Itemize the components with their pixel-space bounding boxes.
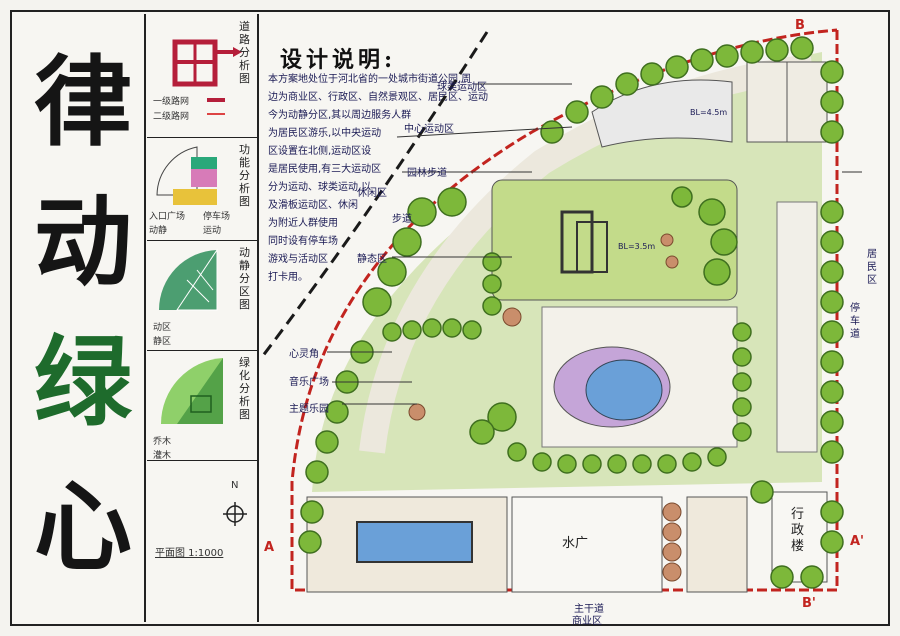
label-admin: 行政楼 [791,507,805,554]
section-mark-b-prime: B' [802,596,816,611]
label-commercial: 商业区 [572,616,602,627]
label-central-zone: 中心运动区 [404,124,454,135]
road-analysis-label: 道路分析图 [239,20,250,85]
description-line-10: 同时设有停车场 [268,236,338,247]
section-mark-a: A [264,540,275,555]
label-playground: 主题乐园 [289,404,329,415]
label-south-road: 主干道 [574,604,604,615]
greening-note-1: 乔木 [153,437,172,447]
description-line-6: 是居民使用,有三大运动区 [268,164,382,175]
title-char-2: 动 [33,185,132,300]
function-note-2: 停车场 [203,212,231,222]
description-line-11: 游戏与活动区 [268,254,328,265]
function-note-1: 入口广场 [149,212,186,222]
label-square: 水广 [562,536,589,551]
label-elevation: BL=3.5m [618,242,656,251]
drawing-sheet: 律 动 绿 心 道路分析图 一级路网 二级路网 [10,10,890,627]
road-note-1: 一级路网 [153,97,190,107]
road-analysis-diagram: 道路分析图 一级路网 二级路网 [147,14,257,138]
zoning-note-1: 动区 [153,323,172,333]
greening-note-2: 灌木 [153,451,172,461]
zoning-sketch [158,248,218,311]
description-line-4: 为居民区游乐,以中央运动 [268,128,382,139]
function-analysis-label: 功能分析图 [239,143,250,208]
label-residential: 居民区 [867,249,877,286]
section-mark-b: B [795,18,805,33]
description-line-5: 区设置在北侧,运动区设 [268,146,372,157]
description-line-9: 为附近人群使用 [268,218,338,229]
design-description-title: 设计说明: [280,47,397,73]
section-mark-a-prime: A' [850,534,865,549]
function-analysis-diagram: 功能分析图 入口广场 停车场 动静 运动 [147,137,257,241]
title-column: 律 动 绿 心 [14,14,146,622]
scale-label: 平面图 1:1000 [155,548,224,559]
label-road: 步道 [392,214,412,225]
description-line-7: 分为运动、球类运动,以 [268,182,372,193]
title-char-1: 律 [33,45,132,160]
function-note-3: 动静 [149,226,168,236]
label-water: 音乐广场 [289,377,329,388]
description-line-2: 边为商业区、行政区、自然景观区、居民区、运动 [268,92,488,103]
analysis-column: 道路分析图 一级路网 二级路网 功能分析图 入口广场 停车场 动静 运动 [147,14,259,622]
north-label: N [231,480,239,491]
description-line-12: 打卡用。 [268,272,308,283]
zoning-note-2: 静区 [153,337,172,347]
greening-label: 绿化分析图 [239,356,250,421]
label-heart: 心灵角 [289,349,319,360]
label-parking-road: 停车道 [850,303,860,340]
site-plan [260,28,862,593]
label-quiet-zone: 静态区 [357,254,387,265]
label-path: 园林步道 [407,168,447,179]
function-analysis-sketch [156,146,217,205]
road-analysis-sketch [172,39,242,115]
title-char-3: 绿 [33,325,132,440]
zoning-diagram: 动静分区图 动区 静区 [147,240,257,351]
greening-sketch [160,358,223,424]
north-arrow-icon [223,502,247,526]
description-line-3: 今为动静分区,其以周边服务人群 [268,110,412,121]
title-char-4: 心 [33,470,132,585]
road-note-2: 二级路网 [153,112,190,122]
label-ball-zone: 球类运动区 [437,82,487,93]
zoning-label: 动静分区图 [239,246,250,311]
label-elevation-2: BL=4.5m [690,108,728,117]
function-note-4: 运动 [203,226,222,236]
description-line-8: 及滑板运动区、休闲 [268,200,358,211]
description-line-1: 本方案地处位于河北省的一处城市街道公园,周 [268,74,472,85]
label-rest-zone: 休闲区 [357,188,387,199]
greening-diagram: 绿化分析图 乔木 灌木 [147,350,257,461]
